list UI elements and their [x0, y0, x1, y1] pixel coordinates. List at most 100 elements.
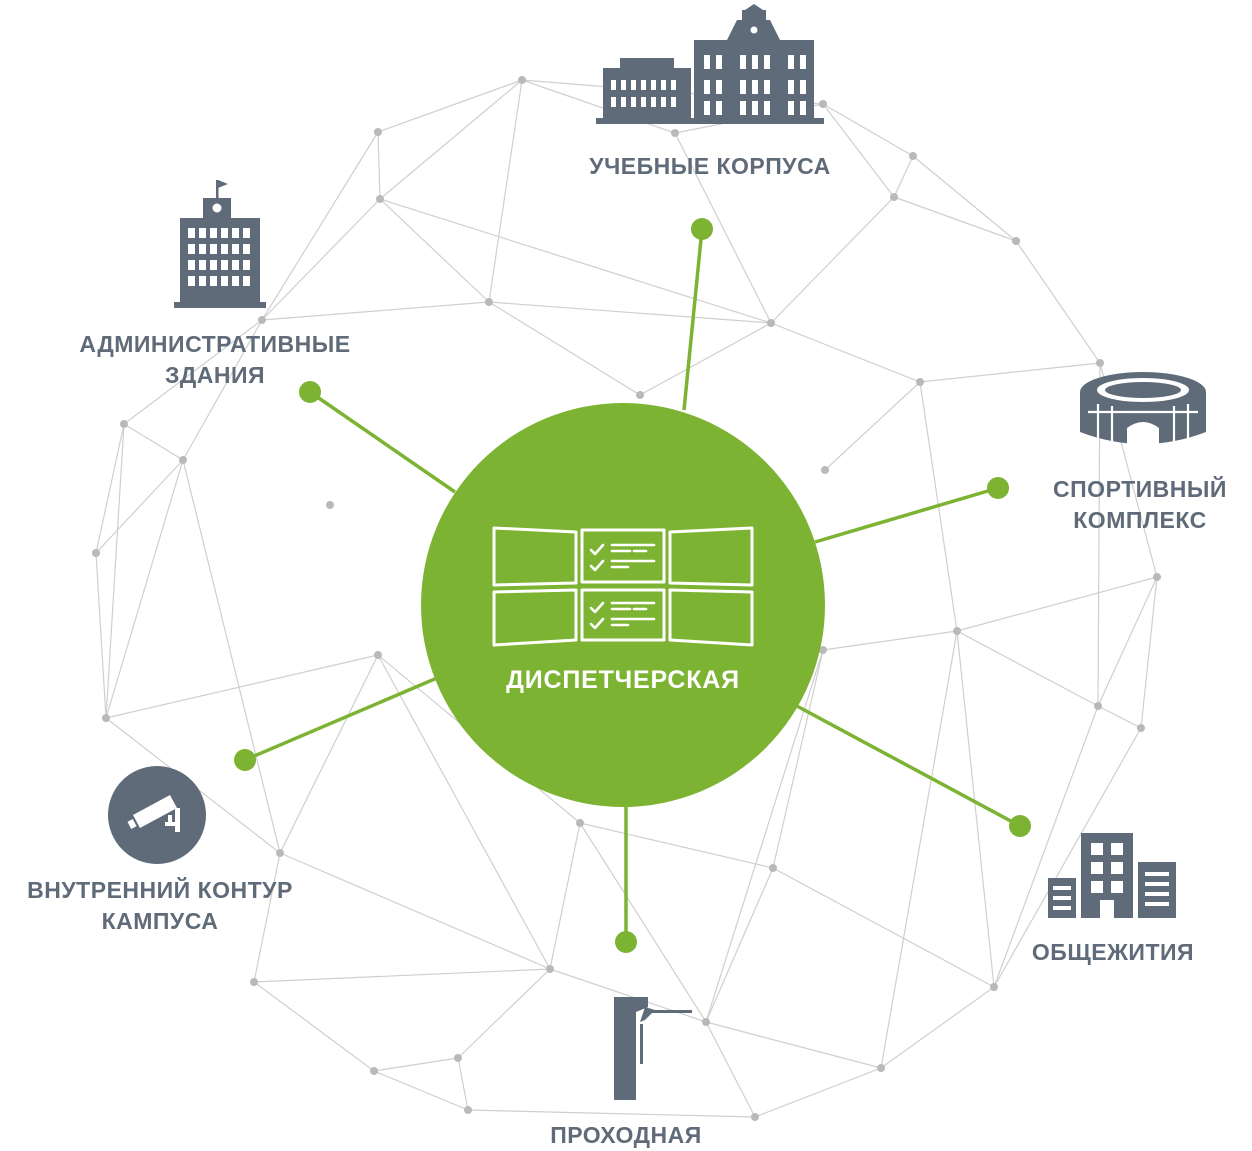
mesh-line	[123, 319, 263, 425]
mesh-line	[1097, 576, 1158, 707]
monitor-wall-icon	[492, 526, 754, 647]
spoke-obsh	[794, 703, 1021, 828]
turnstile-icon	[614, 997, 692, 1100]
mesh-node	[518, 76, 526, 84]
dormitory-icon	[1048, 833, 1176, 918]
label-uchebnye: УЧЕБНЫЕ КОРПУСА	[560, 151, 860, 182]
mesh-line	[579, 822, 707, 1023]
mesh-node	[821, 466, 829, 474]
label-kontur-line2: КАМПУСА	[101, 908, 219, 934]
mesh-node	[102, 714, 110, 722]
label-admin: АДМИНИСТРАТИВНЫЕ ЗДАНИЯ	[40, 329, 390, 391]
mesh-node	[576, 819, 584, 827]
endpoint-obsh	[1009, 815, 1031, 837]
campus-buildings-icon	[596, 4, 824, 124]
mesh-line	[705, 649, 824, 1023]
label-sport-line1: СПОРТИВНЫЙ	[1053, 476, 1227, 502]
mesh-node	[636, 391, 644, 399]
mesh-line	[457, 968, 551, 1059]
mesh-line	[377, 654, 551, 970]
mesh-node	[250, 978, 258, 986]
mesh-node	[258, 316, 266, 324]
label-prohod-line1: ПРОХОДНАЯ	[550, 1122, 702, 1148]
mesh-line	[467, 1109, 756, 1118]
mesh-node	[370, 1067, 378, 1075]
mesh-line	[993, 727, 1142, 988]
mesh-line	[105, 423, 125, 719]
center-disc	[421, 403, 825, 807]
endpoint-uchebnye	[691, 218, 713, 240]
mesh-node	[454, 1054, 462, 1062]
mesh-line	[379, 79, 523, 200]
mesh-node	[953, 627, 961, 635]
mesh-line	[912, 155, 1017, 242]
label-admin-line1: АДМИНИСТРАТИВНЫЕ	[79, 331, 351, 357]
mesh-line	[1097, 705, 1142, 729]
mesh-line	[95, 423, 125, 554]
mesh-node	[671, 129, 679, 137]
mesh-line	[824, 381, 921, 471]
mesh-line	[261, 131, 379, 321]
mesh-node	[276, 849, 284, 857]
mesh-node	[1153, 573, 1161, 581]
mesh-line	[956, 630, 995, 988]
mesh-line	[705, 1021, 882, 1069]
spoke-admin	[309, 390, 456, 494]
mesh-line	[261, 301, 490, 321]
mesh-node	[916, 378, 924, 386]
mesh-line	[253, 981, 375, 1072]
background-mesh	[95, 79, 1158, 1118]
mesh-line	[123, 423, 184, 461]
mesh-line	[880, 986, 995, 1069]
mesh-line	[919, 362, 1101, 383]
mesh-node	[326, 501, 334, 509]
mesh-line	[105, 654, 379, 719]
mesh-node	[890, 193, 898, 201]
label-obsh: ОБЩЕЖИТИЯ	[1008, 937, 1218, 968]
mesh-line	[521, 79, 676, 134]
mesh-node	[464, 1106, 472, 1114]
mesh-line	[182, 319, 263, 461]
mesh-line	[754, 1067, 882, 1118]
center-label: ДИСПЕТЧЕРСКАЯ	[506, 666, 740, 694]
mesh-line	[549, 822, 581, 970]
label-admin-line2: ЗДАНИЯ	[164, 362, 266, 388]
mesh-line	[1140, 576, 1158, 729]
mesh-node	[819, 646, 827, 654]
mesh-node	[702, 1018, 710, 1026]
label-uchebnye-line1: УЧЕБНЫЕ КОРПУСА	[589, 153, 831, 179]
mesh-node	[990, 983, 998, 991]
mesh-node	[546, 965, 554, 973]
mesh-line	[822, 103, 895, 198]
mesh-line	[279, 852, 551, 970]
mesh-line	[457, 1057, 469, 1111]
mesh-line	[893, 196, 1017, 242]
mesh-node	[376, 195, 384, 203]
mesh-line	[705, 1021, 756, 1118]
spoke-kontur	[244, 676, 438, 762]
security-camera-icon	[108, 766, 206, 864]
mesh-line	[1015, 240, 1101, 364]
endpoint-sport	[987, 477, 1009, 499]
mesh-line	[772, 867, 995, 988]
mesh-line	[377, 131, 381, 200]
mesh-line	[956, 576, 1158, 632]
label-kontur-line1: ВНУТРЕННИЙ КОНТУР	[27, 877, 293, 903]
mesh-line	[182, 459, 281, 854]
spoke-sport	[814, 486, 999, 544]
mesh-node	[1012, 237, 1020, 245]
mesh-line	[770, 196, 895, 324]
mesh-line	[880, 630, 958, 1069]
mesh-line	[772, 649, 824, 869]
background-mesh-nodes	[92, 76, 1161, 1121]
mesh-line	[822, 103, 914, 157]
mesh-node	[909, 152, 917, 160]
mesh-node	[819, 100, 827, 108]
mesh-node	[120, 420, 128, 428]
mesh-line	[488, 79, 523, 303]
mesh-line	[674, 132, 772, 324]
office-tower-icon	[174, 180, 266, 308]
mesh-line	[95, 552, 107, 719]
